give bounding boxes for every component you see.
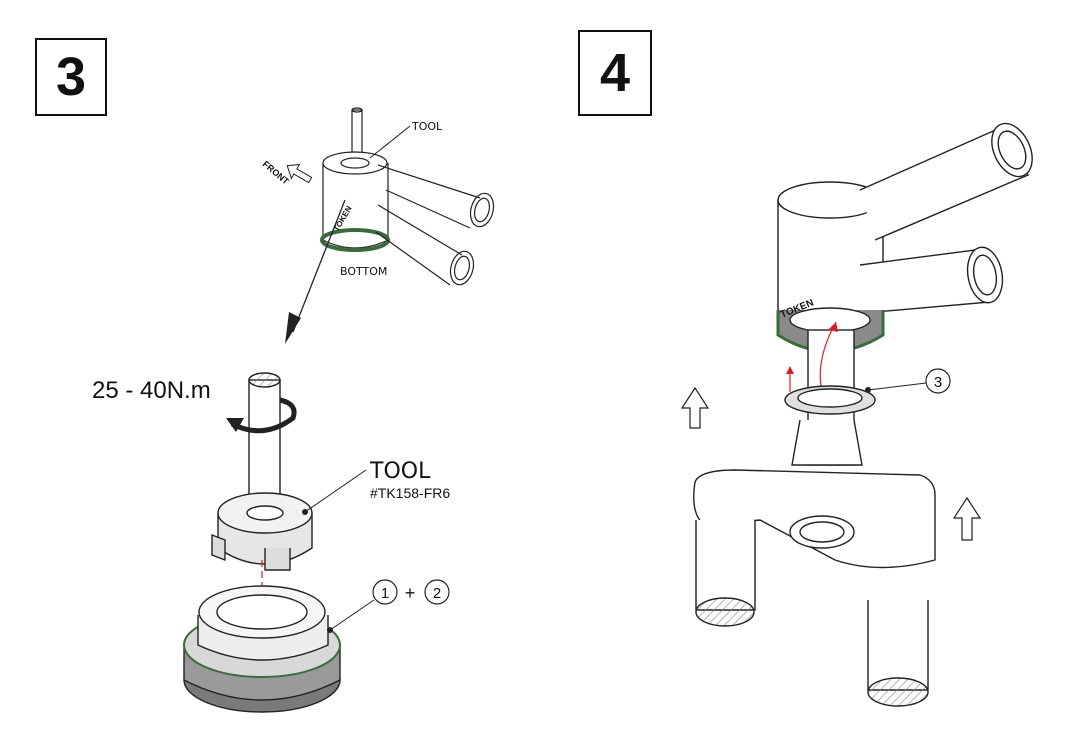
tool-label: TOOL — [369, 459, 431, 484]
up-arrow-icon — [952, 496, 982, 541]
rotation-arrow-icon — [226, 397, 297, 434]
race-leader-dot — [865, 387, 871, 393]
callout-1-circle — [372, 579, 398, 605]
step-4-box: 4 — [578, 30, 652, 116]
tool-leader-top — [369, 125, 411, 159]
step-3-box: 3 — [35, 38, 107, 116]
step-3-number: 3 — [55, 47, 87, 107]
callout-plus: + — [405, 583, 416, 603]
fork-legs — [695, 520, 929, 707]
callout-1: 1 — [381, 585, 389, 602]
callout-3-circle — [925, 368, 951, 394]
cup-leader — [329, 599, 375, 631]
panel-3: TOKEN TOOL FRONT BOTTOM 25 - 40N.m — [92, 107, 495, 713]
callout-2-circle — [424, 579, 450, 605]
red-up-arrow-icon — [786, 366, 794, 374]
callout-3: 3 — [934, 374, 942, 391]
panel-4: TOKEN 3 — [680, 122, 1033, 707]
callout-2: 2 — [433, 585, 441, 602]
crown-race — [784, 385, 876, 415]
head-tube-large — [777, 122, 1033, 326]
red-arrowhead-icon — [828, 322, 838, 332]
tool-leader — [304, 469, 367, 513]
headset-cup — [183, 585, 341, 713]
step-4-number: 4 — [599, 43, 631, 103]
direction-line — [292, 199, 346, 333]
tool-part-number: #TK158-FR6 — [370, 485, 450, 501]
up-arrow-icon — [680, 386, 710, 429]
front-arrow-icon — [286, 163, 313, 184]
torque-label: 25 - 40N.m — [92, 377, 211, 404]
cup-leader-dot — [327, 627, 333, 633]
tool-label-top: TOOL — [411, 120, 443, 133]
tool-leader-dot — [302, 509, 308, 515]
direction-arrow-icon — [285, 312, 301, 344]
fork-crown — [693, 419, 936, 569]
race-leader — [867, 382, 927, 391]
head-tube-small — [320, 107, 495, 286]
front-label: FRONT — [261, 159, 292, 187]
tool-body — [211, 492, 313, 571]
bottom-label: BOTTOM — [340, 265, 387, 278]
